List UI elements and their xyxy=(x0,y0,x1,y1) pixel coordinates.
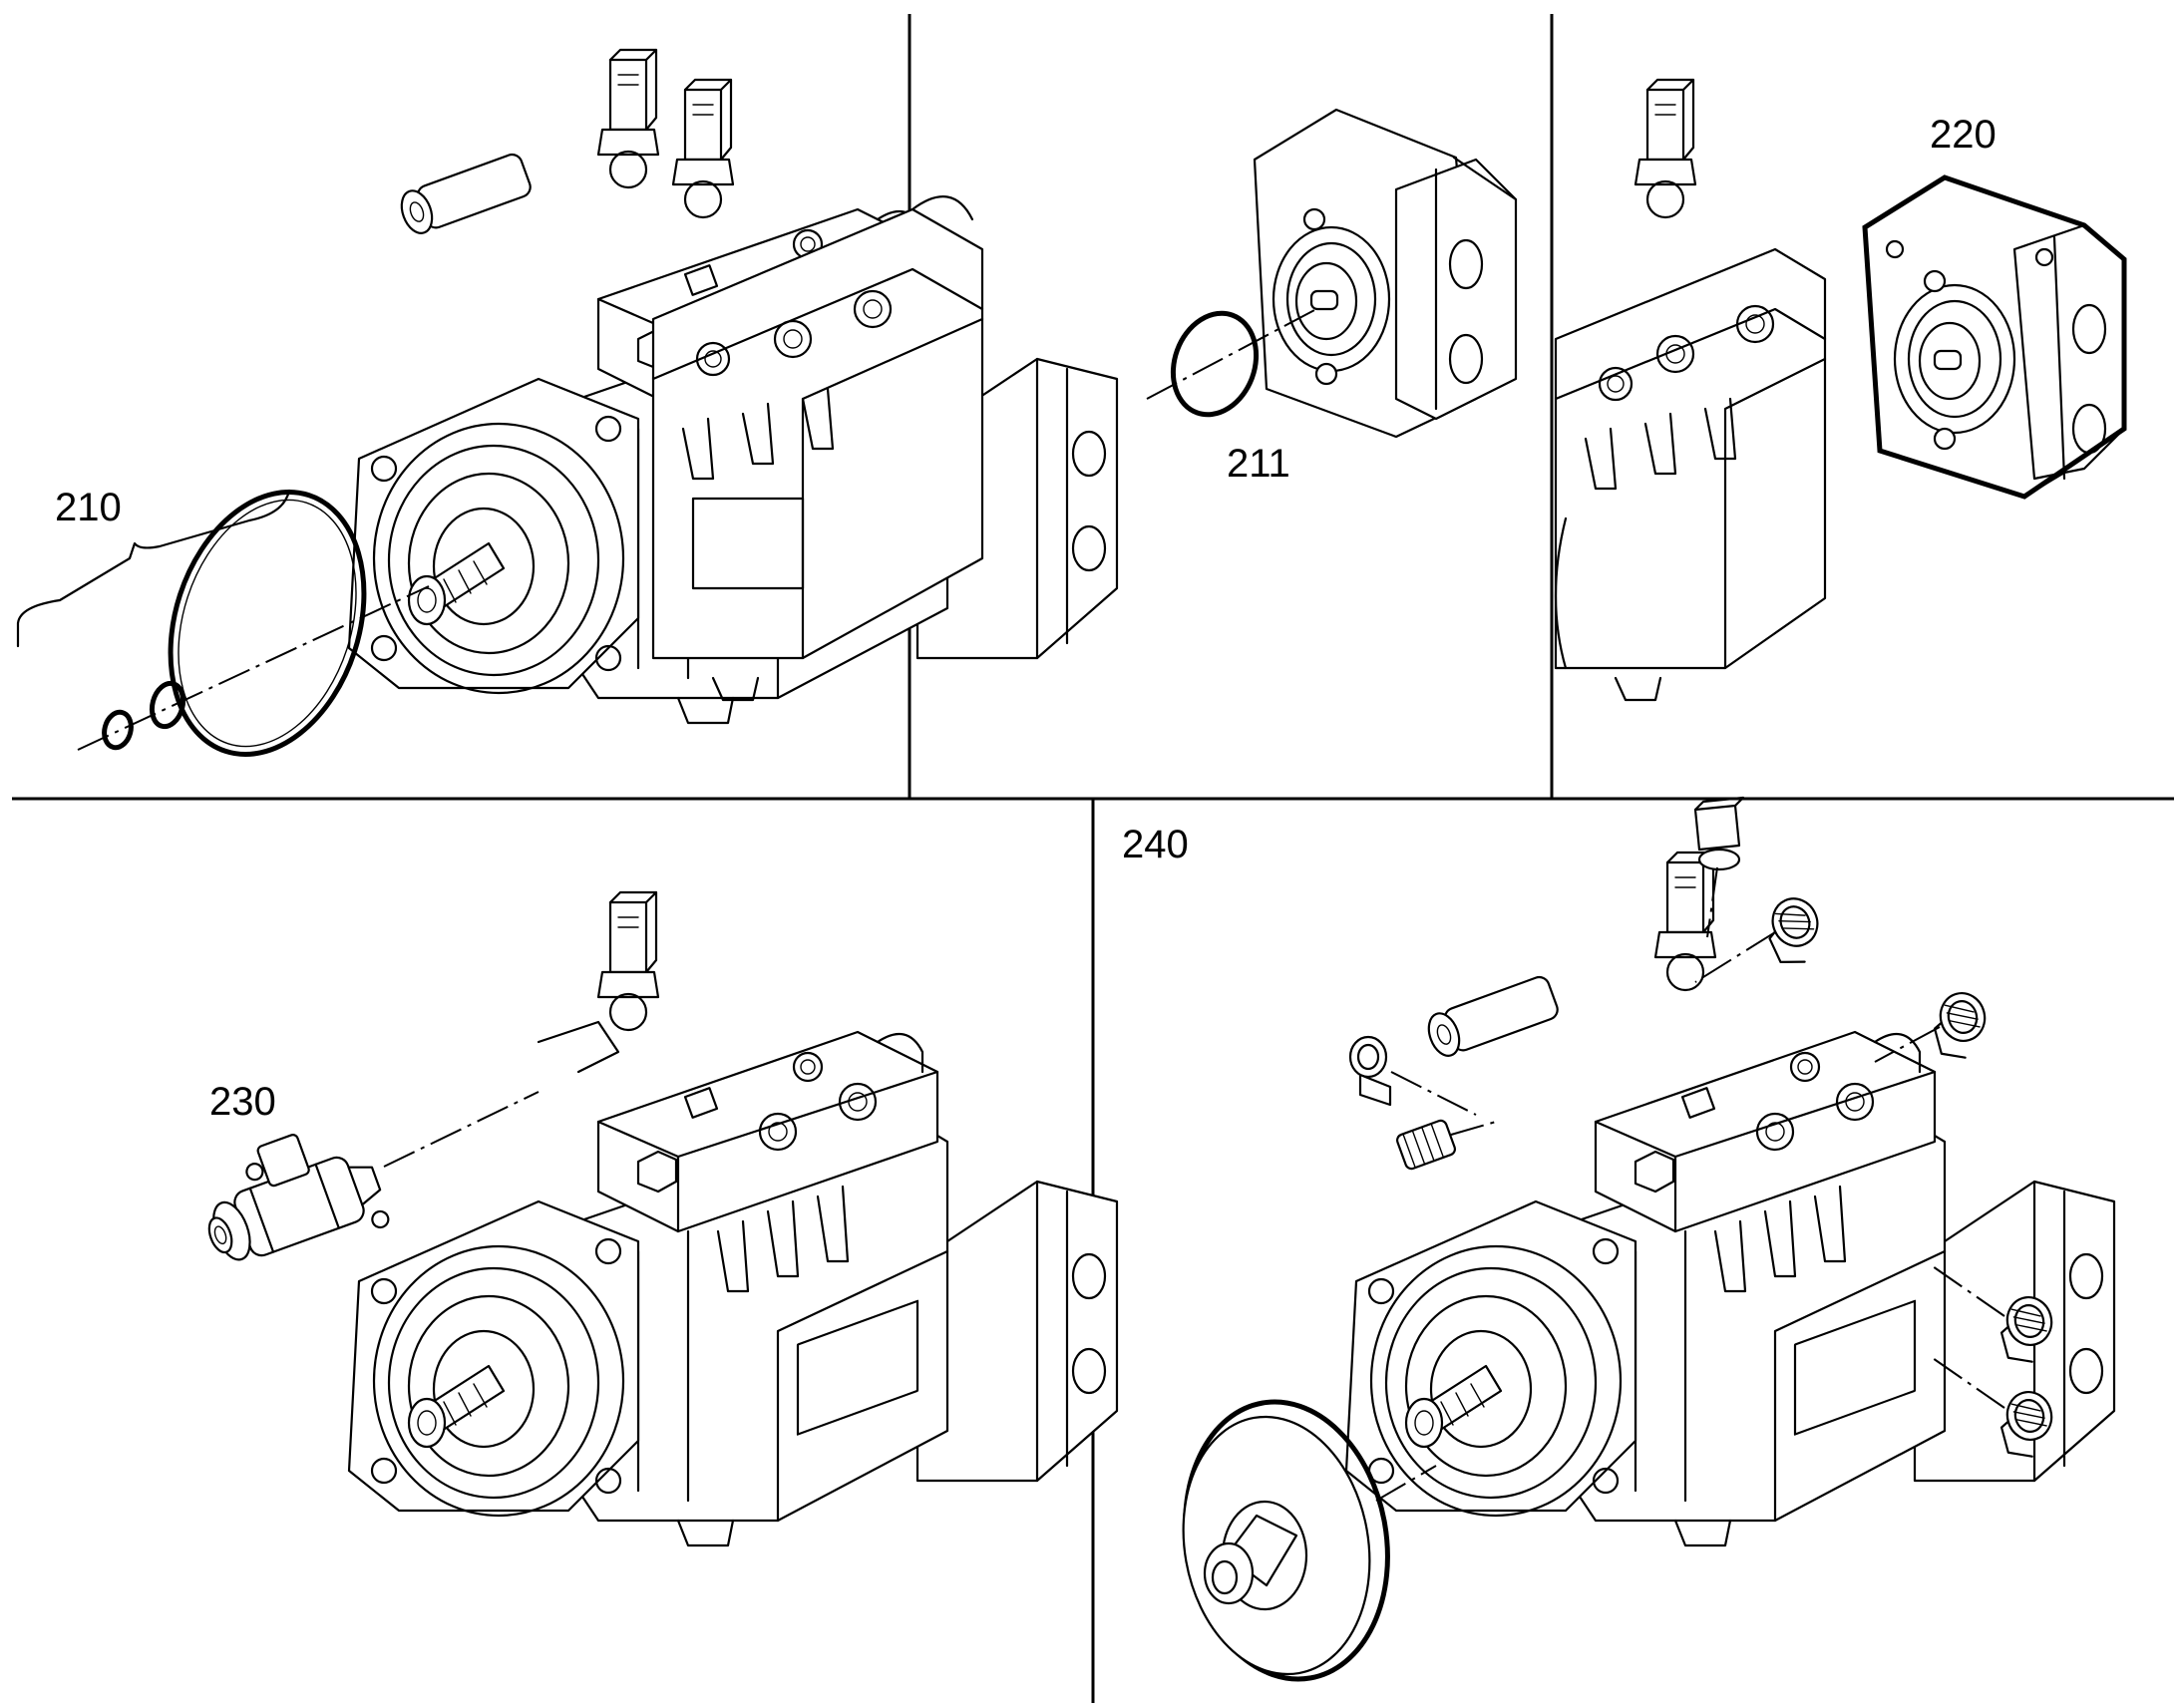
axis-plug-6 xyxy=(1929,1355,2005,1409)
callout-210: 210 xyxy=(55,486,122,529)
bracket-210 xyxy=(16,489,291,648)
axis-plug-4 xyxy=(1450,1121,1497,1136)
axis-cap xyxy=(1706,866,1718,938)
pump-assembly-partial xyxy=(651,78,984,702)
pump-assembly xyxy=(347,48,1119,725)
plug-right xyxy=(1926,987,1996,1065)
callout-211: 211 xyxy=(1227,442,1290,486)
callout-230: 230 xyxy=(209,1080,276,1124)
axis-230 xyxy=(383,1091,540,1168)
pump-assembly-partial xyxy=(1554,78,1827,702)
axis-210 xyxy=(77,585,430,751)
axis-plug-2 xyxy=(1874,1026,1941,1063)
axis-211 xyxy=(1146,308,1317,400)
axis-cover xyxy=(1375,1465,1437,1502)
panel-220: 220 xyxy=(1554,78,2127,702)
pump-module-220 xyxy=(1862,174,2127,500)
retaining-ring-2 xyxy=(102,709,134,751)
axis-plug-1 xyxy=(1694,931,1776,983)
plug-top-right xyxy=(1756,889,1833,973)
panel-240: 240 xyxy=(1122,796,2116,1682)
shaft-cover xyxy=(1182,1399,1390,1682)
pump-assembly xyxy=(347,890,1119,1547)
callout-240: 240 xyxy=(1122,823,1189,866)
o-ring-211 xyxy=(1170,310,1260,418)
panel-211: 211 xyxy=(651,78,1518,702)
axis-plug-3 xyxy=(1390,1071,1477,1116)
retaining-ring-1 xyxy=(149,680,186,730)
panel-210: 210 xyxy=(16,48,1119,758)
panel-230: 230 xyxy=(207,890,1119,1547)
solenoid-valve-230 xyxy=(207,1134,390,1261)
callout-220: 220 xyxy=(1930,113,1997,157)
rear-pump-module xyxy=(1253,108,1518,439)
o-ring-large xyxy=(168,489,367,758)
axis-plug-5 xyxy=(1929,1263,2005,1317)
plug-left-top xyxy=(1348,1035,1392,1107)
pump-assembly xyxy=(1344,851,2116,1547)
plug-left-bottom xyxy=(1396,1119,1456,1171)
connector-cap xyxy=(1693,796,1745,871)
